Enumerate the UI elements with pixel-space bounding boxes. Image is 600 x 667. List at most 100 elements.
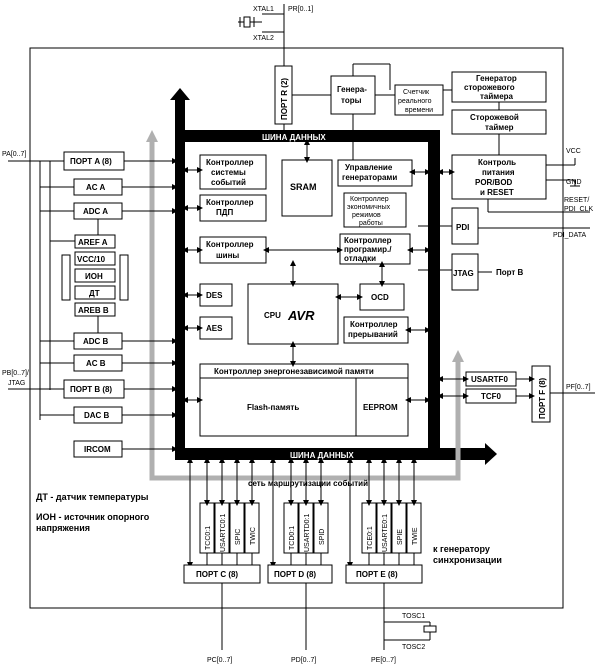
ocd-block [359, 283, 405, 311]
pb-label: PB[0..7]/ [2, 370, 29, 377]
sync-note-1: к генератору [433, 544, 490, 554]
rtc-line3: времени [405, 107, 433, 114]
bus-ctrl-line1: Контроллер [206, 240, 254, 249]
left-bus-wires [39, 158, 178, 452]
rtc-line1: Счетчик [403, 89, 430, 96]
crystal-bottom: TOSC1 TOSC2 [384, 613, 437, 651]
aes-label: AES [206, 324, 223, 333]
wdt-gen-line1: Генератор [476, 74, 517, 83]
sleep-ctrl-block [343, 192, 407, 228]
aref-a-label: AREF A [78, 238, 108, 247]
ion-block [74, 268, 116, 283]
port-r-label: ПОРТ R (2) [280, 78, 289, 120]
ion-note-2: напряжения [36, 523, 90, 533]
ac-b-label: AC B [86, 359, 106, 368]
data-bus-top [175, 130, 440, 142]
c-periph-group: TCC0:1 USARTC0:1 SPIC TWIC [199, 502, 260, 554]
rtc-block [394, 84, 444, 116]
dma-line2: ПДП [216, 208, 233, 217]
prog-ctrl-line1: Контроллер [344, 236, 392, 245]
port-c-block [183, 564, 261, 584]
tcd-label: TCD0:1 [289, 526, 296, 550]
int-ctrl-line2: прерываний [348, 330, 398, 339]
bus-ctrl-block [199, 236, 267, 264]
pd-label: PD[0..7] [291, 657, 316, 664]
sleep-ctrl-line4: работы [359, 219, 383, 227]
data-bus-left [175, 100, 185, 460]
event-ctrl-block [199, 154, 267, 190]
event-ctrl-line3: событий [211, 178, 246, 187]
event-ctrl-line2: системы [211, 168, 246, 177]
pe-label: PE[0..7] [371, 657, 396, 664]
dma-line1: Контроллер [206, 198, 254, 207]
tcc-label: TCC0:1 [205, 526, 212, 550]
mux-right [119, 254, 129, 301]
pf-label: PF[0..7] [566, 384, 591, 391]
wdt-gen-block [451, 71, 547, 103]
power-line3: POR/BOD [475, 178, 513, 187]
ac-a-label: AC A [86, 183, 105, 192]
bottom-bus-wires [187, 457, 417, 650]
right-bus-wires [437, 376, 595, 399]
rtc-line2: реального [398, 98, 432, 105]
power-line2: питания [482, 168, 515, 177]
vcc10-label: VCC/10 [77, 255, 106, 264]
ion-label: ИОН [85, 272, 103, 281]
osc-ctrl-line2: генераторами [342, 173, 397, 182]
crystal-top: XTAL1 XTAL2 PR[0..1] [238, 4, 313, 66]
vcc10-block [74, 251, 116, 266]
spid-label: SPID [319, 529, 326, 545]
osc-ctrl-block [337, 159, 413, 187]
generators-line2: торы [341, 96, 362, 105]
jtag-pin-label: JTAG [8, 380, 25, 387]
data-bus-top-label: ШИНА ДАННЫХ [262, 133, 326, 142]
jtag-block [451, 253, 479, 291]
port-b-label: ПОРТ B (8) [70, 385, 112, 394]
eeprom-label: EEPROM [363, 403, 398, 412]
ion-note-1: ИОН - источник опорного [36, 512, 150, 522]
twic-label: TWIC [250, 527, 257, 545]
chip-outline [29, 47, 564, 609]
spie-label: SPIE [397, 529, 404, 545]
ocd-label: OCD [371, 293, 389, 302]
power-line1: Контроль [478, 158, 516, 167]
mux-left [61, 254, 71, 301]
usarte-label: USARTE0:1 [382, 514, 389, 552]
port-f-label: ПОРТ F (8) [538, 377, 547, 419]
dma-block [199, 194, 267, 222]
dt-label: ДТ [89, 289, 100, 298]
data-bus-bottom-label: ШИНА ДАННЫХ [290, 451, 354, 460]
usartd-label: USARTD0:1 [304, 514, 311, 552]
tosc1-label: TOSC1 [402, 613, 425, 620]
port-c-label: ПОРТ C (8) [196, 570, 238, 579]
vcc-label: VCC [566, 148, 581, 155]
xtal1-label: XTAL1 [253, 6, 274, 13]
reset-label: RESET/ [564, 197, 589, 204]
sram-block [281, 159, 333, 217]
wdt-line1: Сторожевой [470, 113, 519, 122]
des-label: DES [206, 291, 223, 300]
jtag-label: JTAG [453, 269, 474, 278]
power-block [451, 154, 547, 200]
pdi-clk-label: PDI_CLK [564, 206, 594, 213]
nvm-ctrl-label: Контроллер энергонезависимой памяти [214, 367, 374, 376]
usartf0-label: USARTF0 [471, 375, 508, 384]
wdt-line2: таймер [485, 123, 514, 132]
generators-line1: Генера- [337, 85, 367, 94]
aref-b-label: AREB B [78, 306, 109, 315]
adc-b-label: ADC B [83, 337, 109, 346]
int-ctrl-line1: Контроллер [350, 320, 398, 329]
nvm-block [199, 363, 409, 437]
pa-label: PA[0..7] [2, 151, 26, 158]
usartc-label: USARTC0:1 [220, 514, 227, 552]
bus-ctrl-line2: шины [216, 251, 239, 260]
internal-left-links [182, 167, 455, 403]
sram-label: SRAM [290, 182, 317, 192]
pr-label: PR[0..1] [288, 6, 313, 13]
dt-block [74, 285, 116, 300]
pdi-label: PDI [456, 223, 469, 232]
wdt-gen-line2: сторожевого [464, 83, 515, 92]
xtal2-label: XTAL2 [253, 35, 274, 42]
avr-logo: AVR [287, 308, 315, 323]
